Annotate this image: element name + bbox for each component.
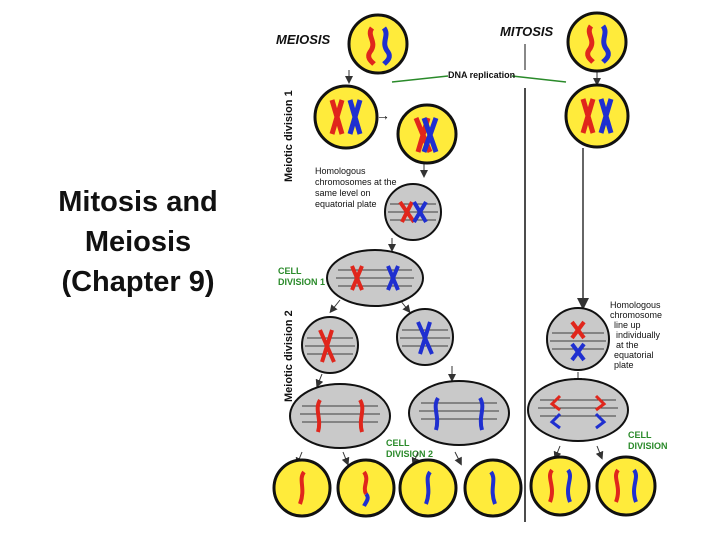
mitosis-metaphase-cell [546, 307, 610, 371]
right-arrow-glyph: → [376, 107, 390, 123]
meiosis-initial-cell [347, 13, 409, 75]
meiotic-division-1-label: Meiotic division 1 [283, 90, 295, 182]
title-line-1: Mitosis and [58, 186, 218, 218]
meiosis-replicated-cell [313, 84, 379, 150]
meiosis-daughter-cell-1 [272, 458, 332, 518]
mitosis-anaphase-cell [527, 378, 629, 442]
cell-division-2-label: CELL DIVISION 2 [386, 438, 433, 459]
mitosis-daughter-cell-1 [529, 455, 591, 517]
anaphase-2-right-cell [408, 380, 510, 446]
meiosis-2-right-cell [396, 308, 454, 366]
meiosis-daughter-cell-2 [336, 458, 396, 518]
flow-arrows [295, 70, 604, 466]
title-line-2: Meiosis [84, 226, 192, 258]
meiotic-division-2-label: Meiotic division 2 [283, 310, 295, 402]
meiosis-paired-cell [396, 103, 458, 165]
slide-title: Mitosis and Meiosis (Chapter 9) [18, 182, 258, 302]
mitosis-header: MITOSIS [500, 24, 554, 39]
meiosis-daughter-cell-3 [398, 458, 458, 518]
homologous-meiosis-text: Homologous chromosomes at the same level… [315, 166, 399, 209]
homologous-mitosis-text: Homologous chromosome line up individual… [610, 300, 665, 370]
mitosis-daughter-cell-2 [595, 455, 657, 517]
mitosis-replicated-cell [564, 83, 630, 149]
anaphase-2-left-cell [289, 383, 391, 449]
title-line-3: (Chapter 9) [61, 266, 215, 298]
dna-replication-label: DNA replication [448, 70, 515, 80]
metaphase-1-cell [384, 183, 442, 241]
cell-division-1-label: CELL DIVISION 1 [278, 266, 325, 287]
meiosis-2-left-cell [301, 316, 359, 374]
anaphase-1-cell [326, 249, 424, 307]
cell-division-mitosis-label: CELL DIVISION [628, 430, 668, 451]
meiosis-daughter-cell-4 [463, 458, 523, 518]
mitosis-initial-cell [566, 11, 628, 73]
meiosis-header: MEIOSIS [276, 32, 331, 47]
